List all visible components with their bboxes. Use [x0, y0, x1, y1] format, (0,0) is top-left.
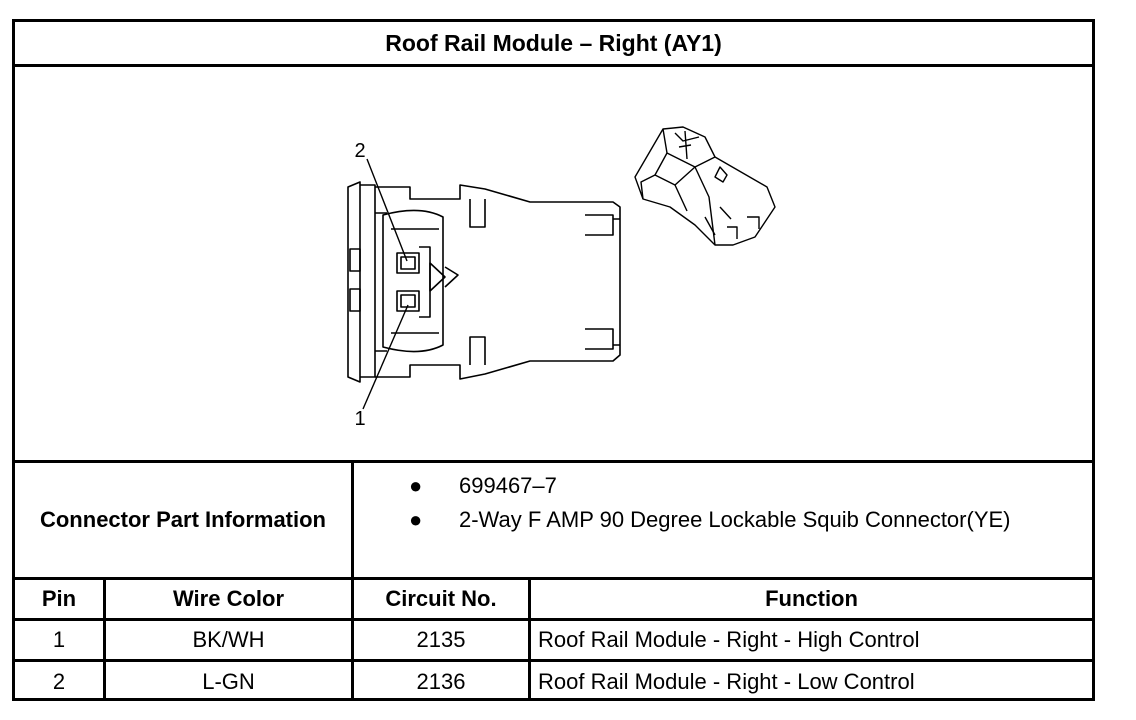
divider [15, 659, 1092, 662]
col-header-pin: Pin [41, 586, 77, 611]
table-cell-circuit: 2136 [416, 668, 466, 694]
table-cell-pin: 2 [52, 668, 66, 694]
table-cell-circuit: 2135 [416, 627, 466, 652]
col-header-circuit: Circuit No. [385, 586, 497, 611]
table-cell-wire-color: BK/WH [192, 627, 265, 652]
connector-info-label: Connector Part Information [39, 507, 326, 532]
divider [15, 64, 1092, 67]
table-cell-wire-color: L-GN [202, 668, 255, 694]
connector-isometric-view [634, 126, 776, 246]
connector-info-list: ● 699467–7 ● 2-Way F AMP 90 Degree Locka… [354, 463, 1092, 577]
divider [15, 577, 1092, 580]
pin-2-callout: 2 [354, 140, 365, 162]
divider [351, 463, 354, 577]
page-title: Roof Rail Module – Right (AY1) [385, 29, 722, 56]
connector-diagram: 2 1 [15, 67, 1092, 460]
connector-info-item: ● 2-Way F AMP 90 Degree Lockable Squib C… [409, 507, 1011, 533]
divider [528, 580, 531, 698]
table-cell-function: Roof Rail Module - Right - High Control [538, 627, 920, 652]
connector-table-frame: Roof Rail Module – Right (AY1) [12, 19, 1095, 701]
part-number: 699467–7 [459, 473, 557, 498]
divider [15, 618, 1092, 621]
connector-info-item: ● 699467–7 [409, 473, 557, 499]
table-cell-pin: 1 [52, 627, 66, 652]
divider [15, 460, 1092, 463]
divider [103, 580, 106, 698]
col-header-function: Function [765, 586, 858, 611]
pin-1-callout: 1 [354, 408, 365, 430]
bullet-icon: ● [409, 507, 423, 532]
connector-description: 2-Way F AMP 90 Degree Lockable Squib Con… [459, 507, 1011, 532]
connector-drawing: 2 1 [347, 126, 776, 430]
col-header-wire-color: Wire Color [172, 586, 285, 611]
bullet-icon: ● [409, 473, 423, 498]
divider [351, 580, 354, 698]
table-cell-function: Roof Rail Module - Right - Low Control [538, 668, 915, 694]
